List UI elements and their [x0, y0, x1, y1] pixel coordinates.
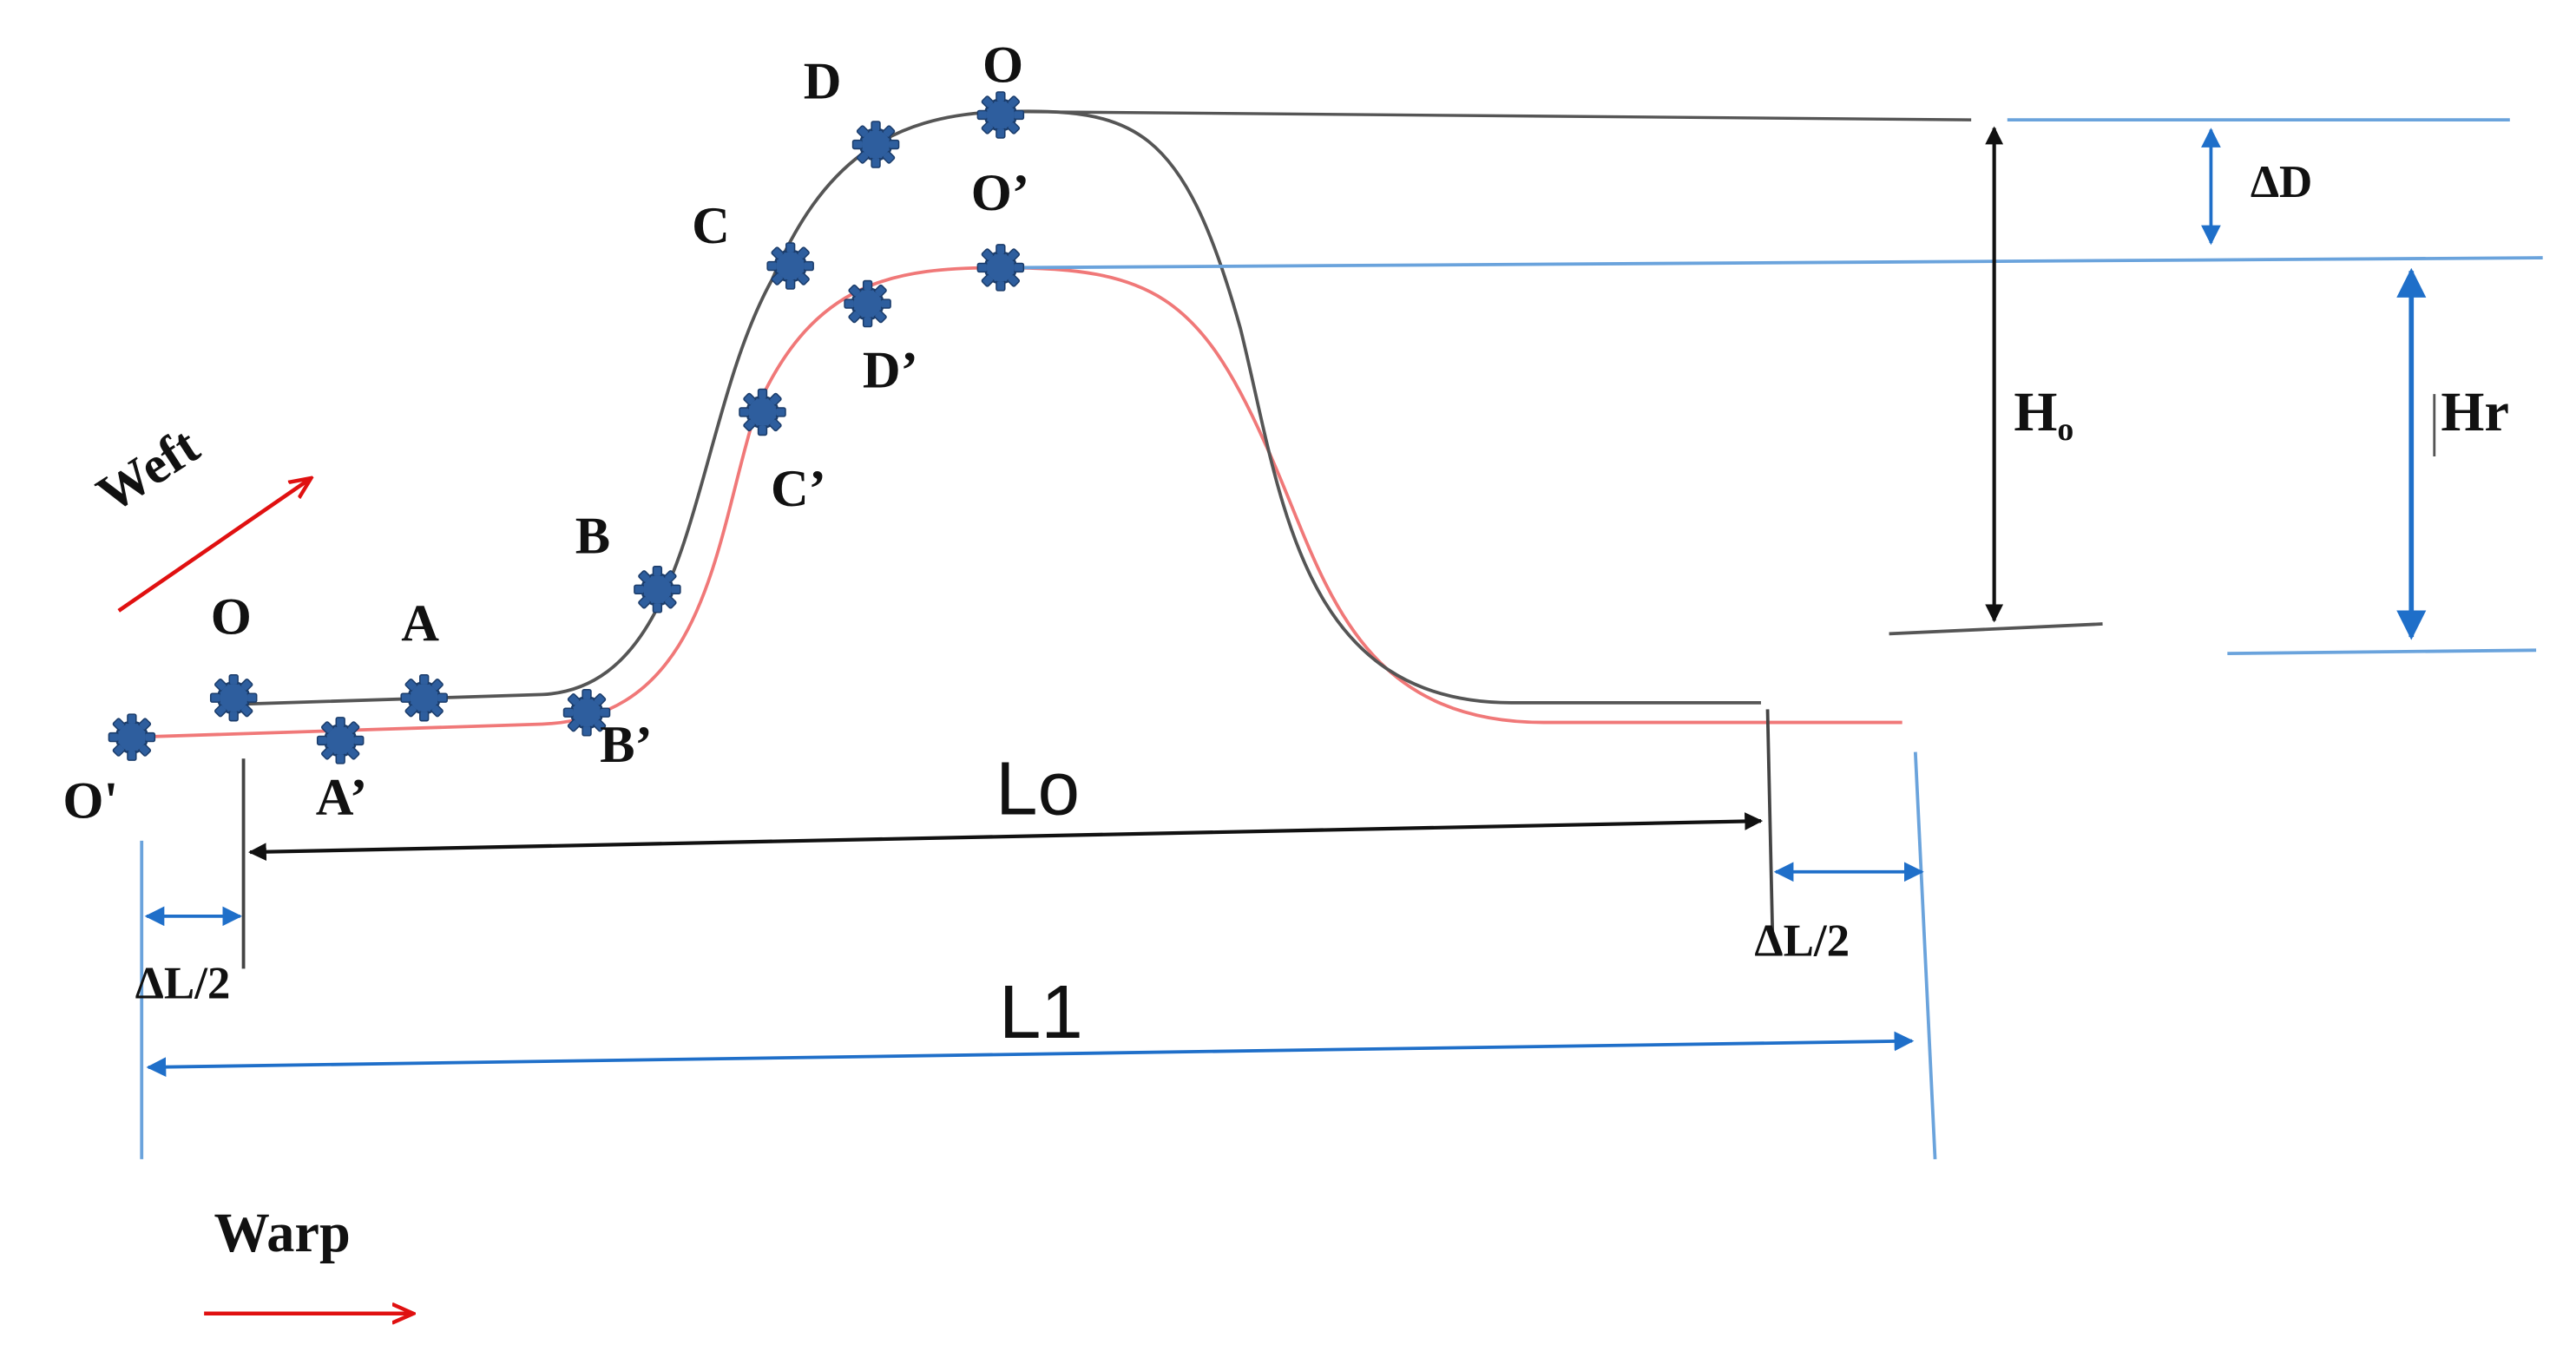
marker-a-icon — [400, 673, 449, 722]
warp-label: Warp — [214, 1202, 350, 1263]
label-o-top: O — [982, 36, 1023, 95]
delta-l-right-label: ΔL/2 — [1754, 915, 1850, 966]
label-c-prime: C’ — [771, 460, 826, 518]
marker-o-top-icon — [976, 90, 1025, 140]
marker-c-prime-icon — [738, 388, 787, 436]
weft-label: Weft — [87, 417, 209, 524]
relaxed-curve — [131, 266, 1902, 739]
label-o-prime-left: O' — [62, 771, 118, 830]
label-b: B — [575, 508, 610, 566]
hr-base-line — [2227, 648, 2537, 655]
weft-direction-indicator: Weft — [87, 417, 309, 613]
marker-d-icon — [851, 120, 900, 169]
label-o-prime-top: O’ — [971, 164, 1029, 222]
marker-o-prime-left-icon — [108, 712, 156, 762]
marker-d-prime-icon — [843, 279, 892, 328]
label-o-left: O — [211, 587, 252, 646]
label-c: C — [692, 197, 730, 255]
relaxed-top-line — [1018, 256, 2543, 270]
delta-d-label: ΔD — [2251, 157, 2312, 207]
marker-o-left-icon — [209, 673, 258, 722]
weft-arrow-icon — [117, 480, 309, 613]
ho-label-main: H — [2014, 381, 2057, 443]
delta-l-left-label: ΔL/2 — [135, 958, 231, 1008]
hr-label: Hr — [2441, 381, 2509, 443]
lo-right-guide — [1765, 709, 1775, 933]
marker-a-prime-icon — [316, 716, 365, 765]
marker-o-prime-top-icon — [976, 243, 1025, 292]
label-a: A — [401, 594, 439, 653]
marker-c-icon — [766, 241, 815, 291]
warp-direction-indicator: Warp — [204, 1202, 411, 1314]
l1-dimension-arrow — [146, 1031, 1915, 1077]
ho-label-sub: o — [2057, 411, 2073, 448]
original-top-line — [1018, 109, 1972, 121]
lo-label: Lo — [996, 747, 1080, 831]
label-a-prime: A’ — [316, 769, 367, 827]
marker-b-icon — [633, 565, 682, 613]
lo-dimension-arrow — [248, 812, 1764, 862]
label-b-prime: B’ — [600, 716, 653, 774]
ho-label: Ho — [2014, 381, 2073, 448]
label-d: D — [804, 53, 842, 111]
label-d-prime: D’ — [863, 342, 918, 400]
l1-label: L1 — [999, 970, 1083, 1054]
l1-right-guide — [1913, 751, 1937, 1159]
ho-base-line — [1889, 622, 2103, 636]
